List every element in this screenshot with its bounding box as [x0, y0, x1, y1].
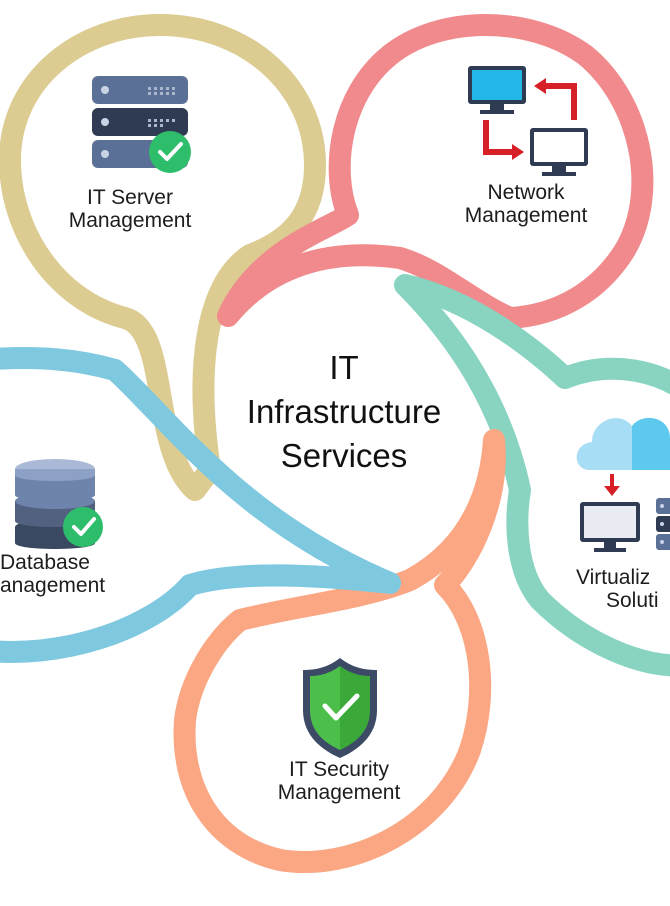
virtual-bubble-outline [394, 274, 670, 677]
server-stack-icon [92, 76, 191, 173]
database-label-line-1: Database [0, 551, 90, 574]
server-bubble [0, 14, 326, 501]
network-label: Network Management [426, 181, 626, 227]
check-badge-icon [63, 507, 103, 547]
diagram-title: IT Infrastructure Services [194, 346, 494, 478]
server-bubble-outline [0, 14, 326, 501]
virtual-label-line-1: Virtualiz [576, 566, 651, 589]
server-label: IT Server Management [30, 186, 230, 232]
virtual-label: Virtualiz Soluti [576, 566, 670, 612]
network-label-line-1: Network [487, 181, 565, 204]
network-label-line-2: Management [464, 204, 588, 227]
security-label: IT Security Management [239, 758, 439, 804]
title-line-2: Infrastructure [246, 393, 442, 430]
title-line-1: IT [329, 349, 359, 386]
cloud-virtualization-icon [576, 418, 670, 552]
network-bubble-outline [217, 14, 654, 329]
virtual-bubble [394, 274, 670, 677]
title-line-3: Services [280, 437, 408, 474]
database-bubble-outline [0, 347, 401, 663]
server-label-line-1: IT Server [87, 186, 173, 209]
security-label-line-1: IT Security [289, 758, 389, 781]
database-icon [15, 459, 103, 549]
database-bubble [0, 347, 401, 663]
security-shield-icon [303, 658, 377, 758]
network-computers-icon [468, 66, 588, 176]
network-bubble [217, 14, 654, 329]
database-label-line-2: anagement [0, 574, 106, 597]
security-label-line-2: Management [277, 781, 401, 804]
check-badge-icon [149, 131, 191, 173]
virtual-label-line-2: Soluti [606, 589, 659, 612]
database-label: Database anagement [0, 551, 140, 597]
server-label-line-2: Management [68, 209, 192, 232]
